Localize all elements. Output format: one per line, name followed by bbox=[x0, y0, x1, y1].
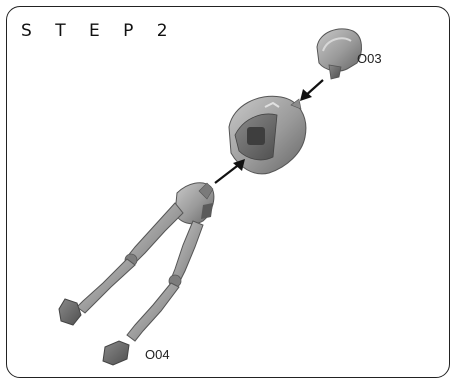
part-label-o03: O03 bbox=[357, 51, 382, 66]
arrow-body-to-torso bbox=[215, 159, 245, 183]
body-legs-part-o04 bbox=[59, 183, 214, 365]
arrow-helmet-to-torso bbox=[300, 80, 323, 101]
part-label-o04: O04 bbox=[145, 347, 170, 362]
helmet-part-o03 bbox=[317, 29, 362, 79]
assembly-illustration bbox=[7, 7, 449, 377]
instruction-panel: S T E P 2 bbox=[6, 6, 450, 378]
